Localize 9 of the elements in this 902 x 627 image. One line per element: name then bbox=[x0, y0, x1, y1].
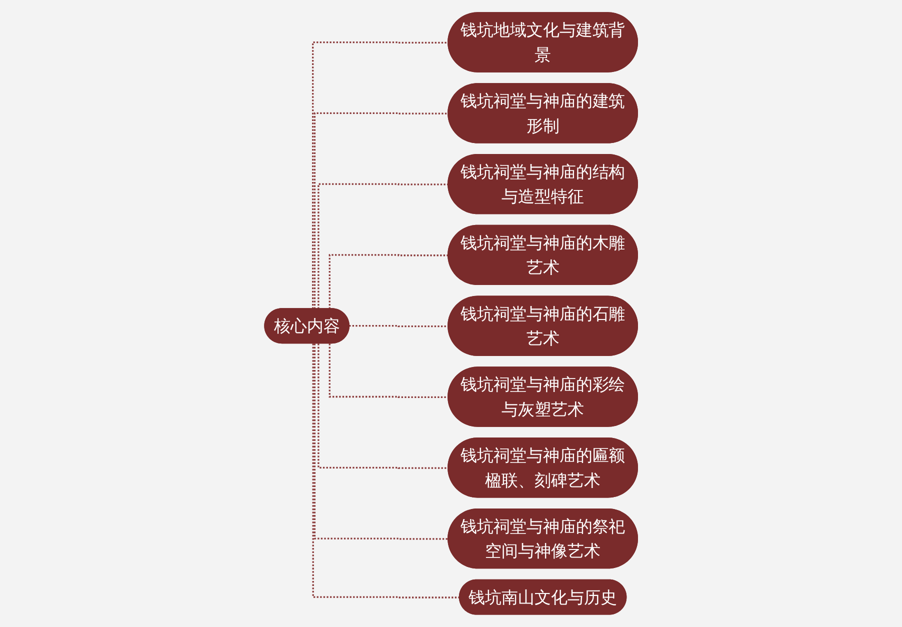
connector bbox=[312, 344, 460, 598]
connector bbox=[314, 344, 448, 540]
connector bbox=[328, 254, 448, 309]
connector bbox=[328, 344, 448, 398]
connector bbox=[312, 41, 448, 309]
connector bbox=[348, 325, 448, 328]
connector bbox=[318, 344, 448, 469]
connector bbox=[314, 112, 448, 309]
connector bbox=[318, 183, 448, 309]
